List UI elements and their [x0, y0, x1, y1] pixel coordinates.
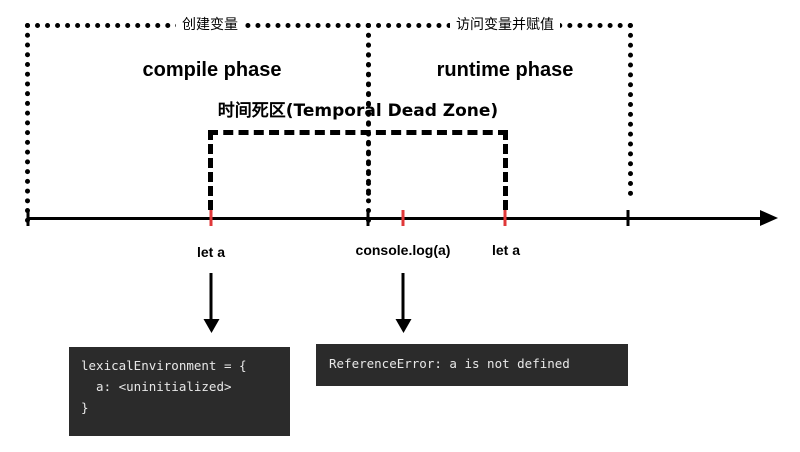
event-tick-let-a-assignment [503, 210, 507, 226]
event-label-let-a-declaration: let a [196, 244, 226, 260]
temporal-dead-zone-box [208, 130, 508, 210]
event-label-let-a-assignment: let a [491, 242, 521, 258]
reference-error-code-box: ReferenceError: a is not defined [316, 344, 628, 386]
lexical-environment-code-box: lexicalEnvironment = { a: <uninitialized… [69, 347, 290, 436]
code-line-1: lexicalEnvironment = { [81, 358, 247, 373]
arrow-to-lexical-environment [209, 273, 213, 321]
runtime-phase-label: runtime phase [436, 59, 574, 81]
timeline-phase-boundary-tick [366, 210, 370, 226]
temporal-dead-zone-label: 时间死区(Temporal Dead Zone) [217, 101, 499, 121]
event-label-console-log: console.log(a) [355, 242, 451, 258]
timeline-axis [27, 217, 767, 220]
create-variable-label: 创建变量 [176, 16, 244, 34]
code-line-2: a: <uninitialized> [81, 379, 232, 394]
timeline-start-tick [26, 210, 30, 226]
assign-variable-label: 访问变量并赋值 [450, 16, 560, 34]
timeline-arrowhead [760, 210, 778, 226]
error-line: ReferenceError: a is not defined [329, 356, 570, 371]
event-tick-console-log [401, 210, 405, 226]
event-tick-let-a-declaration [209, 210, 213, 226]
compile-phase-label: compile phase [142, 59, 282, 81]
arrow-to-reference-error [401, 273, 405, 321]
timeline-end-tick [626, 210, 630, 226]
code-line-3: } [81, 400, 89, 415]
